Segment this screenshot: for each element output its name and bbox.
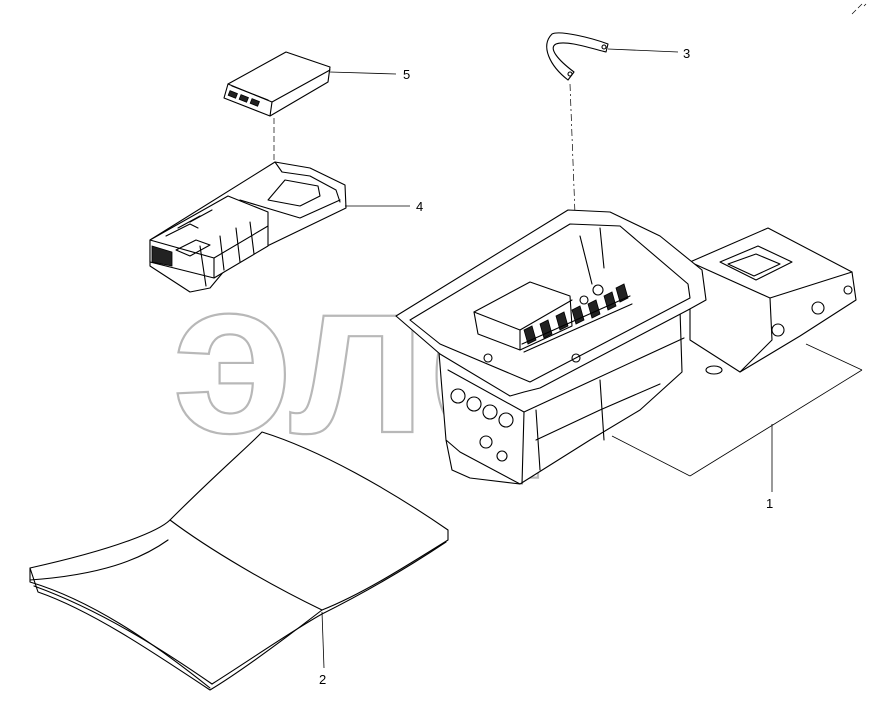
- callouts: 1 2 3 4 5: [319, 46, 773, 687]
- callout-5: 5: [403, 67, 410, 82]
- terminal-row: [521, 283, 633, 353]
- corner-mark: [851, 3, 867, 15]
- callout-1: 1: [766, 496, 773, 511]
- callout-3: 3: [683, 46, 690, 61]
- callout-2: 2: [319, 672, 326, 687]
- leader-lines: [321, 48, 863, 669]
- callout-4: 4: [416, 199, 423, 214]
- part-5-battery: [223, 51, 331, 180]
- part-3-strap: [546, 32, 609, 241]
- part-4-transmitter: [149, 161, 347, 293]
- part-1-receiver: [395, 209, 857, 485]
